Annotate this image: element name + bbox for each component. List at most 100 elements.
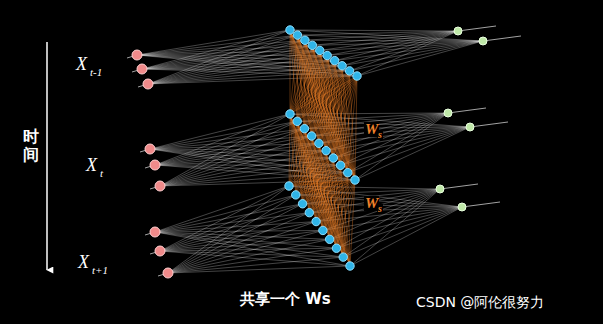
input-symbol: X <box>86 156 97 174</box>
hidden-neuron <box>286 26 294 34</box>
recurrent-weight-line <box>327 56 355 180</box>
recurrent-weight-line <box>297 76 357 121</box>
weight-subscript: s <box>377 130 383 140</box>
weight-line <box>160 121 297 186</box>
recurrent-weight-line <box>290 40 305 114</box>
weight-line <box>168 222 316 273</box>
output-neuron <box>436 185 444 193</box>
weight-line <box>137 50 320 55</box>
weight-line <box>148 40 305 84</box>
input-neuron <box>145 144 155 154</box>
io-line <box>470 122 508 127</box>
hidden-neuron <box>346 262 354 270</box>
recurrent-weight-line <box>290 114 336 248</box>
input-neuron <box>155 181 165 191</box>
input-neuron <box>137 64 147 74</box>
output-neuron <box>479 37 487 45</box>
weight-line <box>148 45 312 84</box>
recurrent-weight-line <box>350 180 355 266</box>
recurrent-weight-line <box>326 66 342 151</box>
weight-line <box>168 230 323 273</box>
recurrent-weight-line <box>330 180 355 239</box>
hidden-neuron <box>344 168 352 176</box>
recurrent-weight-line <box>326 76 357 151</box>
recurrent-weight-line <box>312 71 350 136</box>
weight-line <box>168 257 343 273</box>
weight-line <box>160 230 323 251</box>
recurrent-weight-line <box>323 173 348 231</box>
weight-line <box>160 186 289 251</box>
input-neuron <box>132 50 142 60</box>
recurrent-weight-line <box>309 173 347 213</box>
hidden-neuron <box>298 200 306 208</box>
weight-line <box>342 41 483 66</box>
weight-line <box>160 222 316 251</box>
recurrent-weight-line <box>319 71 350 143</box>
weight-line <box>350 207 462 266</box>
time-axis-label: 时间 <box>23 128 39 163</box>
recurrent-weight-line <box>319 61 335 144</box>
hidden-neuron <box>292 191 300 199</box>
recurrent-weight-line <box>290 114 323 230</box>
weight-line <box>357 31 458 76</box>
hidden-neuron <box>329 154 337 162</box>
hidden-neuron <box>285 182 293 190</box>
weight-line <box>137 45 312 55</box>
io-line <box>448 108 486 113</box>
recurrent-weight-line <box>336 180 355 248</box>
recurrent-weight-line <box>290 76 357 114</box>
weight-line <box>155 129 304 165</box>
weight-line <box>137 35 297 55</box>
input-neuron <box>143 79 153 89</box>
weight-line <box>348 113 448 173</box>
output-neuron <box>466 123 474 131</box>
input-neuron <box>150 227 160 237</box>
hidden-neuron <box>345 67 353 75</box>
hidden-neuron <box>315 139 323 147</box>
weight-line <box>327 31 458 56</box>
io-line <box>458 26 496 31</box>
hidden-neuron <box>286 110 294 118</box>
recurrent-weight-line <box>326 151 350 266</box>
hidden-neuron <box>332 244 340 252</box>
weight-line <box>333 113 448 158</box>
time-subscript: t-1 <box>90 67 102 78</box>
weight-line <box>160 239 330 251</box>
recurrent-weight-line <box>312 76 357 136</box>
weight-line <box>327 41 483 56</box>
io-line <box>462 202 500 207</box>
weight-line <box>168 266 350 273</box>
hidden-neuron <box>325 235 333 243</box>
recurrent-weight-line <box>303 165 341 203</box>
recurrent-weight-line <box>289 151 326 186</box>
weight-line <box>148 35 297 84</box>
weight-line <box>168 186 289 273</box>
weight-line <box>155 136 312 165</box>
hidden-neuron <box>312 217 320 225</box>
time-arrow <box>46 42 48 270</box>
caption: 共享一个 Ws <box>240 292 331 307</box>
hidden-neuron <box>323 51 331 59</box>
recurrent-weight-line <box>343 180 355 257</box>
recurrent-weight-line <box>304 71 349 129</box>
recurrent-weight-line <box>289 180 355 186</box>
input-symbol: X <box>76 55 87 73</box>
recurrent-weight-line <box>316 173 348 222</box>
weight-line <box>155 195 296 232</box>
weight-line <box>350 189 440 266</box>
weight-line <box>320 41 483 50</box>
hidden-neuron <box>305 208 313 216</box>
hidden-neuron <box>351 176 359 184</box>
weight-line <box>168 248 336 273</box>
weight-line <box>297 35 483 41</box>
weight-subscript: s <box>377 204 383 214</box>
time-subscript: t+1 <box>92 265 108 276</box>
hidden-neuron <box>330 56 338 64</box>
hidden-neuron <box>353 72 361 80</box>
input-neuron <box>150 160 160 170</box>
recurrent-weight-line <box>355 76 357 180</box>
output-neuron <box>458 203 466 211</box>
weight-line <box>312 31 458 45</box>
recurrent-weight-line <box>341 76 357 165</box>
weight-line <box>343 207 462 257</box>
